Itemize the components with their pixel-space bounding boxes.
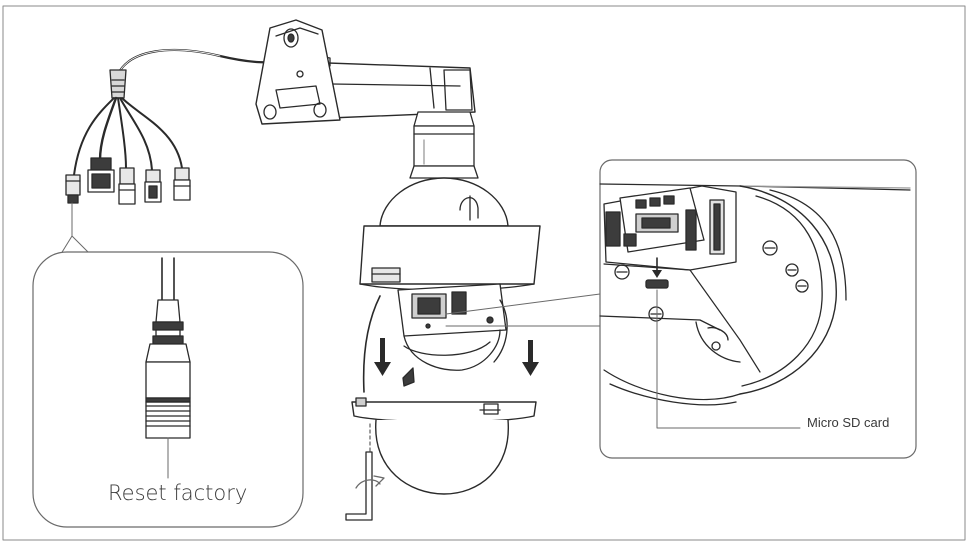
diagram-frame <box>2 5 966 541</box>
sd-callout-lines <box>445 293 601 327</box>
reset-factory-label: Reset factory <box>108 481 248 505</box>
wall-bracket <box>255 19 479 179</box>
down-arrow-right <box>522 340 539 376</box>
sd-zoom-box <box>599 159 917 459</box>
down-arrow-left <box>374 338 391 376</box>
micro-sd-slot <box>645 279 669 289</box>
screw-icon <box>614 240 809 322</box>
micro-sd-leader <box>656 289 801 429</box>
reset-zoom-box <box>32 251 304 528</box>
cable-harness <box>65 48 292 205</box>
camera-housing <box>345 177 541 521</box>
micro-sd-card-label: Micro SD card <box>807 415 890 430</box>
